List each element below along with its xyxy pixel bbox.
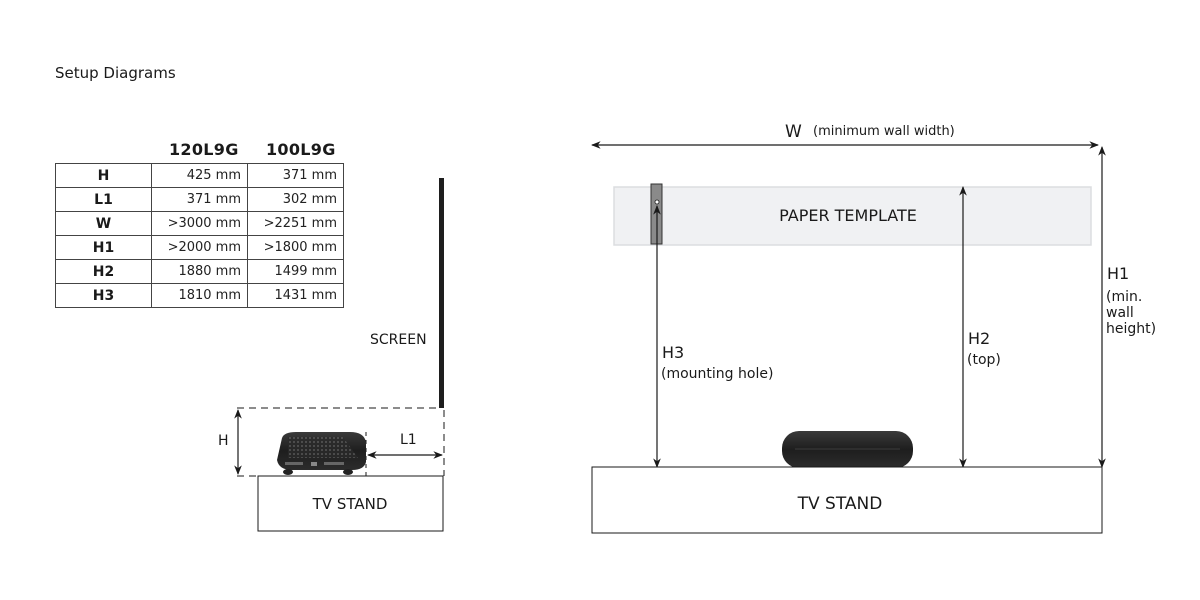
row-key: L1 <box>55 187 152 212</box>
h1-note-line-3: height) <box>1106 321 1156 337</box>
h1-note-line-1: (min. <box>1106 289 1142 305</box>
tv-stand-front <box>591 466 1103 534</box>
paper-template-label: PAPER TEMPLATE <box>779 206 917 225</box>
h3-label: H3 <box>662 343 684 362</box>
screen-panel <box>439 178 444 408</box>
table-row: W >3000 mm >2251 mm <box>55 211 344 236</box>
height-label: H <box>218 433 229 449</box>
h2-note: (top) <box>967 352 1001 368</box>
distance-label: L1 <box>400 432 417 448</box>
row-key: H2 <box>55 259 152 284</box>
side-view: SCREEN H L1 TV STAND <box>218 178 445 532</box>
column-header-120l9g: 120L9G <box>169 140 239 159</box>
value-120l9g: 425 mm <box>151 163 248 188</box>
value-100l9g: >1800 mm <box>247 235 344 260</box>
value-100l9g: 1431 mm <box>247 283 344 308</box>
width-label: W <box>785 122 802 142</box>
table-row: L1 371 mm 302 mm <box>55 187 344 212</box>
table-row: H1 >2000 mm >1800 mm <box>55 235 344 260</box>
table-row: H 425 mm 371 mm <box>55 163 344 188</box>
tv-stand-front-label: TV STAND <box>797 494 883 514</box>
value-120l9g: >2000 mm <box>151 235 248 260</box>
screen-label: SCREEN <box>370 332 427 348</box>
paper-template <box>613 186 1092 246</box>
value-100l9g: 1499 mm <box>247 259 344 284</box>
row-key: W <box>55 211 152 236</box>
mounting-hole-icon <box>654 199 660 205</box>
page-title: Setup Diagrams <box>55 64 176 82</box>
width-note: (minimum wall width) <box>813 124 955 139</box>
front-view: W (minimum wall width) PAPER TEMPLATE H3… <box>591 122 1156 534</box>
value-120l9g: >3000 mm <box>151 211 248 236</box>
h1-note-line-2: wall <box>1106 305 1134 321</box>
h1-label: H1 <box>1107 264 1129 283</box>
tv-stand-side <box>257 475 444 532</box>
h3-note: (mounting hole) <box>661 366 773 382</box>
table-row: H3 1810 mm 1431 mm <box>55 283 344 308</box>
row-key: H1 <box>55 235 152 260</box>
h2-label: H2 <box>968 329 990 348</box>
value-100l9g: >2251 mm <box>247 211 344 236</box>
value-100l9g: 302 mm <box>247 187 344 212</box>
row-key: H3 <box>55 283 152 308</box>
value-120l9g: 1880 mm <box>151 259 248 284</box>
value-120l9g: 1810 mm <box>151 283 248 308</box>
value-120l9g: 371 mm <box>151 187 248 212</box>
table-row: H2 1880 mm 1499 mm <box>55 259 344 284</box>
projector-side-icon <box>277 432 366 475</box>
spec-table: H 425 mm 371 mm L1 371 mm 302 mm W >3000… <box>55 163 344 308</box>
column-header-100l9g: 100L9G <box>266 140 336 159</box>
tv-stand-side-label: TV STAND <box>312 495 388 513</box>
